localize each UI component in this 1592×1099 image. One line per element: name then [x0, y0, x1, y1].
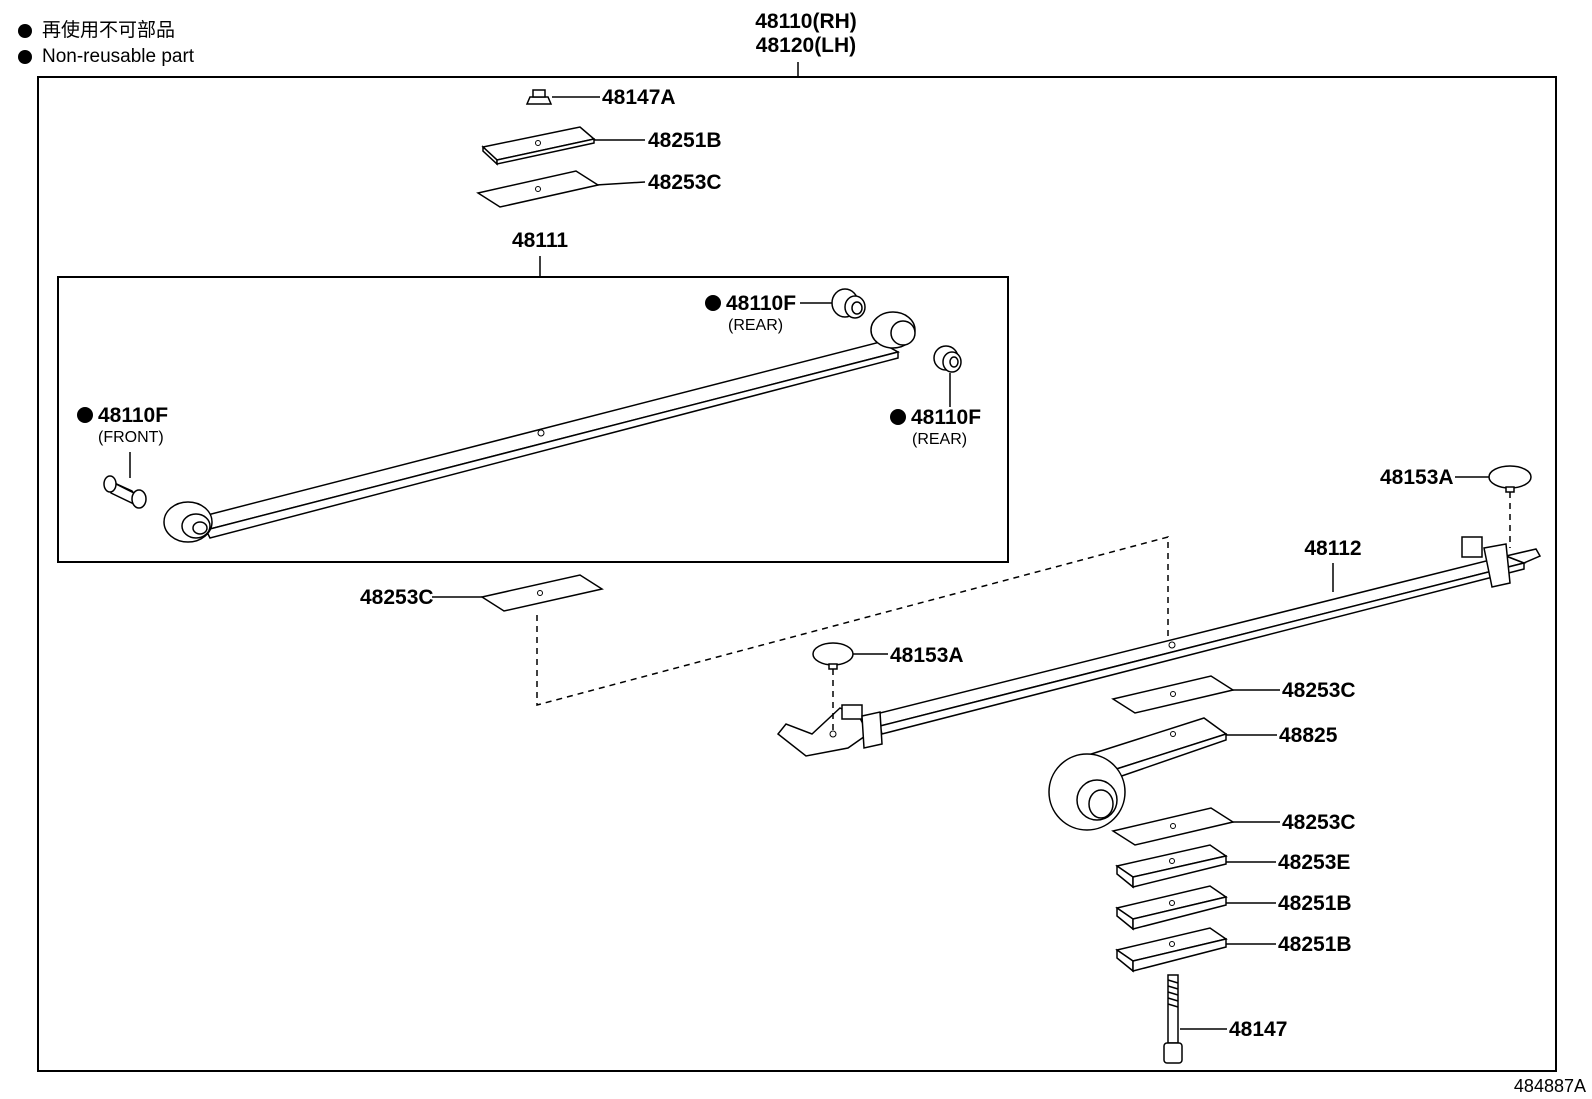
bushing-front-label: 48110F: [98, 404, 168, 427]
non-reusable-icon: [890, 409, 906, 425]
clip-right-part: [1488, 465, 1532, 493]
pad-b2-part: [1115, 927, 1228, 973]
non-reusable-icon: [77, 407, 93, 423]
under-pad-c2-label: 48253C: [1282, 811, 1356, 834]
bushing-rear-1-sublabel: (REAR): [728, 317, 783, 334]
bushing-rear-1-part: [831, 288, 866, 319]
clip-left-label: 48153A: [890, 644, 964, 667]
assembly-frame: [37, 76, 1557, 1072]
top-pad-b-label: 48251B: [648, 129, 722, 152]
bushing-rear-2-sublabel: (REAR): [912, 431, 967, 448]
alignment-line: [536, 536, 1169, 706]
pad-b2-label: 48251B: [1278, 933, 1352, 956]
helper-spring-part: [1048, 717, 1228, 831]
pad-b1-label: 48251B: [1278, 892, 1352, 915]
clip-right-label: 48153A: [1380, 466, 1454, 489]
pad-b1-part: [1115, 885, 1228, 931]
under-pad-c1-hole: [1170, 691, 1176, 697]
pad-e-part: [1115, 844, 1228, 889]
bushing-rear-2-label: 48110F: [911, 406, 981, 429]
bushing-front-sublabel: (FRONT): [98, 429, 164, 446]
leaf1-label: 48111: [512, 229, 568, 252]
second-leaf-part: [776, 536, 1542, 757]
bullet-icon: [18, 50, 32, 64]
mid-pad-c-label: 48253C: [360, 586, 434, 609]
pad-e-label: 48253E: [1278, 851, 1350, 874]
helper-spring-label: 48825: [1279, 724, 1338, 747]
non-reusable-icon: [705, 295, 721, 311]
assembly-label-rh: 48110(RH): [755, 10, 857, 33]
bushing-front-part: [103, 475, 147, 509]
leaf1-frame: [57, 276, 1009, 563]
legend-non-reusable-jp: 再使用不可部品: [18, 18, 194, 44]
under-pad-c2-hole: [1170, 823, 1176, 829]
legend-non-reusable-en: Non-reusable part: [18, 44, 194, 70]
bolt-label: 48147: [1229, 1018, 1287, 1041]
bushing-rear-1-label: 48110F: [726, 292, 796, 315]
assembly-label-lh: 48120(LH): [756, 34, 856, 57]
top-pad-c-leader: [595, 181, 646, 186]
nut-label: 48147A: [602, 86, 676, 109]
bullet-icon: [18, 24, 32, 38]
top-pad-c-label: 48253C: [648, 171, 722, 194]
bushing-rear-2-part: [933, 345, 962, 373]
nut-part: [525, 89, 553, 105]
legend: 再使用不可部品 Non-reusable part: [18, 18, 194, 70]
legend-text-en: Non-reusable part: [42, 46, 195, 67]
leaf2-label: 48112: [1304, 537, 1361, 560]
top-pad-c-hole: [535, 186, 541, 192]
legend-text-jp: 再使用不可部品: [42, 20, 176, 41]
bolt-part: [1163, 974, 1183, 1064]
top-pad-b-part: [481, 126, 596, 166]
clip-left-part: [812, 642, 854, 670]
mid-pad-c-hole: [537, 590, 543, 596]
figure-id: 484887A: [1514, 1076, 1586, 1096]
main-leaf-part: [163, 311, 916, 543]
under-pad-c1-label: 48253C: [1282, 679, 1356, 702]
